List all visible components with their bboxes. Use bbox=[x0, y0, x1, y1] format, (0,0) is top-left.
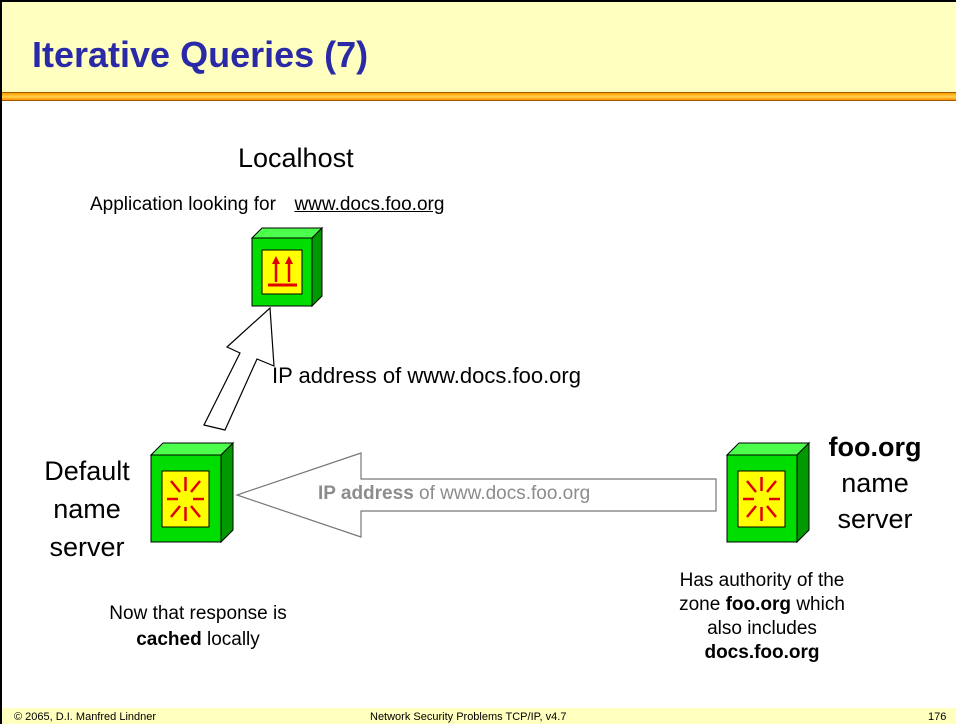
localhost-label: Localhost bbox=[238, 143, 354, 173]
footer-page-number: 176 bbox=[928, 711, 947, 723]
cached-note-line1: Now that response is bbox=[109, 603, 287, 624]
up-arrow-label: IP address of www.docs.foo.org bbox=[272, 363, 581, 388]
response-arrow-left bbox=[235, 452, 717, 538]
response-arrow-up bbox=[203, 306, 275, 431]
default-server-cube-icon bbox=[149, 441, 235, 544]
foo-server-line2: name bbox=[841, 468, 909, 498]
footer-course-title: Network Security Problems TCP/IP, v4.7 bbox=[370, 711, 567, 723]
application-query-text: Application looking for www.docs.foo.org bbox=[90, 194, 444, 216]
left-arrow-label-rest: of www.docs.foo.org bbox=[419, 483, 591, 504]
default-server-line2: name bbox=[53, 494, 121, 524]
cached-note-bold: cached bbox=[136, 629, 202, 650]
application-prefix: Application looking for bbox=[90, 194, 276, 215]
authority-zone-suffix: which bbox=[796, 594, 845, 615]
default-server-line3: server bbox=[49, 532, 125, 562]
cached-note-rest: locally bbox=[206, 629, 260, 650]
footer-copyright: © 2065, D.I. Manfred Lindner bbox=[14, 711, 157, 723]
slide-title: Iterative Queries (7) bbox=[32, 34, 369, 75]
left-arrow-label-bold: IP address bbox=[318, 483, 414, 504]
footer-bar bbox=[2, 708, 956, 724]
host-cube-icon bbox=[250, 226, 324, 308]
foo-server-line3: server bbox=[837, 504, 913, 534]
foo-server-label: foo.org name server bbox=[812, 429, 938, 537]
title-divider bbox=[2, 92, 956, 101]
queried-hostname: www.docs.foo.org bbox=[294, 194, 445, 215]
foo-server-name: foo.org bbox=[828, 432, 922, 462]
authority-zone-bold: foo.org bbox=[725, 594, 792, 615]
default-server-line1: Default bbox=[44, 456, 130, 486]
left-arrow-label: IP address of www.docs.foo.org bbox=[318, 483, 590, 505]
authority-note-line4: docs.foo.org bbox=[704, 642, 820, 663]
authority-note: Has authority of the zone foo.org which … bbox=[642, 569, 882, 665]
foo-server-cube-icon bbox=[725, 441, 811, 544]
authority-note-line3: also includes bbox=[707, 618, 817, 639]
default-server-label: Default name server bbox=[28, 452, 146, 566]
title-bar bbox=[2, 2, 956, 92]
authority-note-line1: Has authority of the bbox=[679, 570, 845, 591]
cached-note: Now that response is cached locally bbox=[72, 601, 324, 653]
authority-zone-prefix: zone bbox=[679, 594, 721, 615]
